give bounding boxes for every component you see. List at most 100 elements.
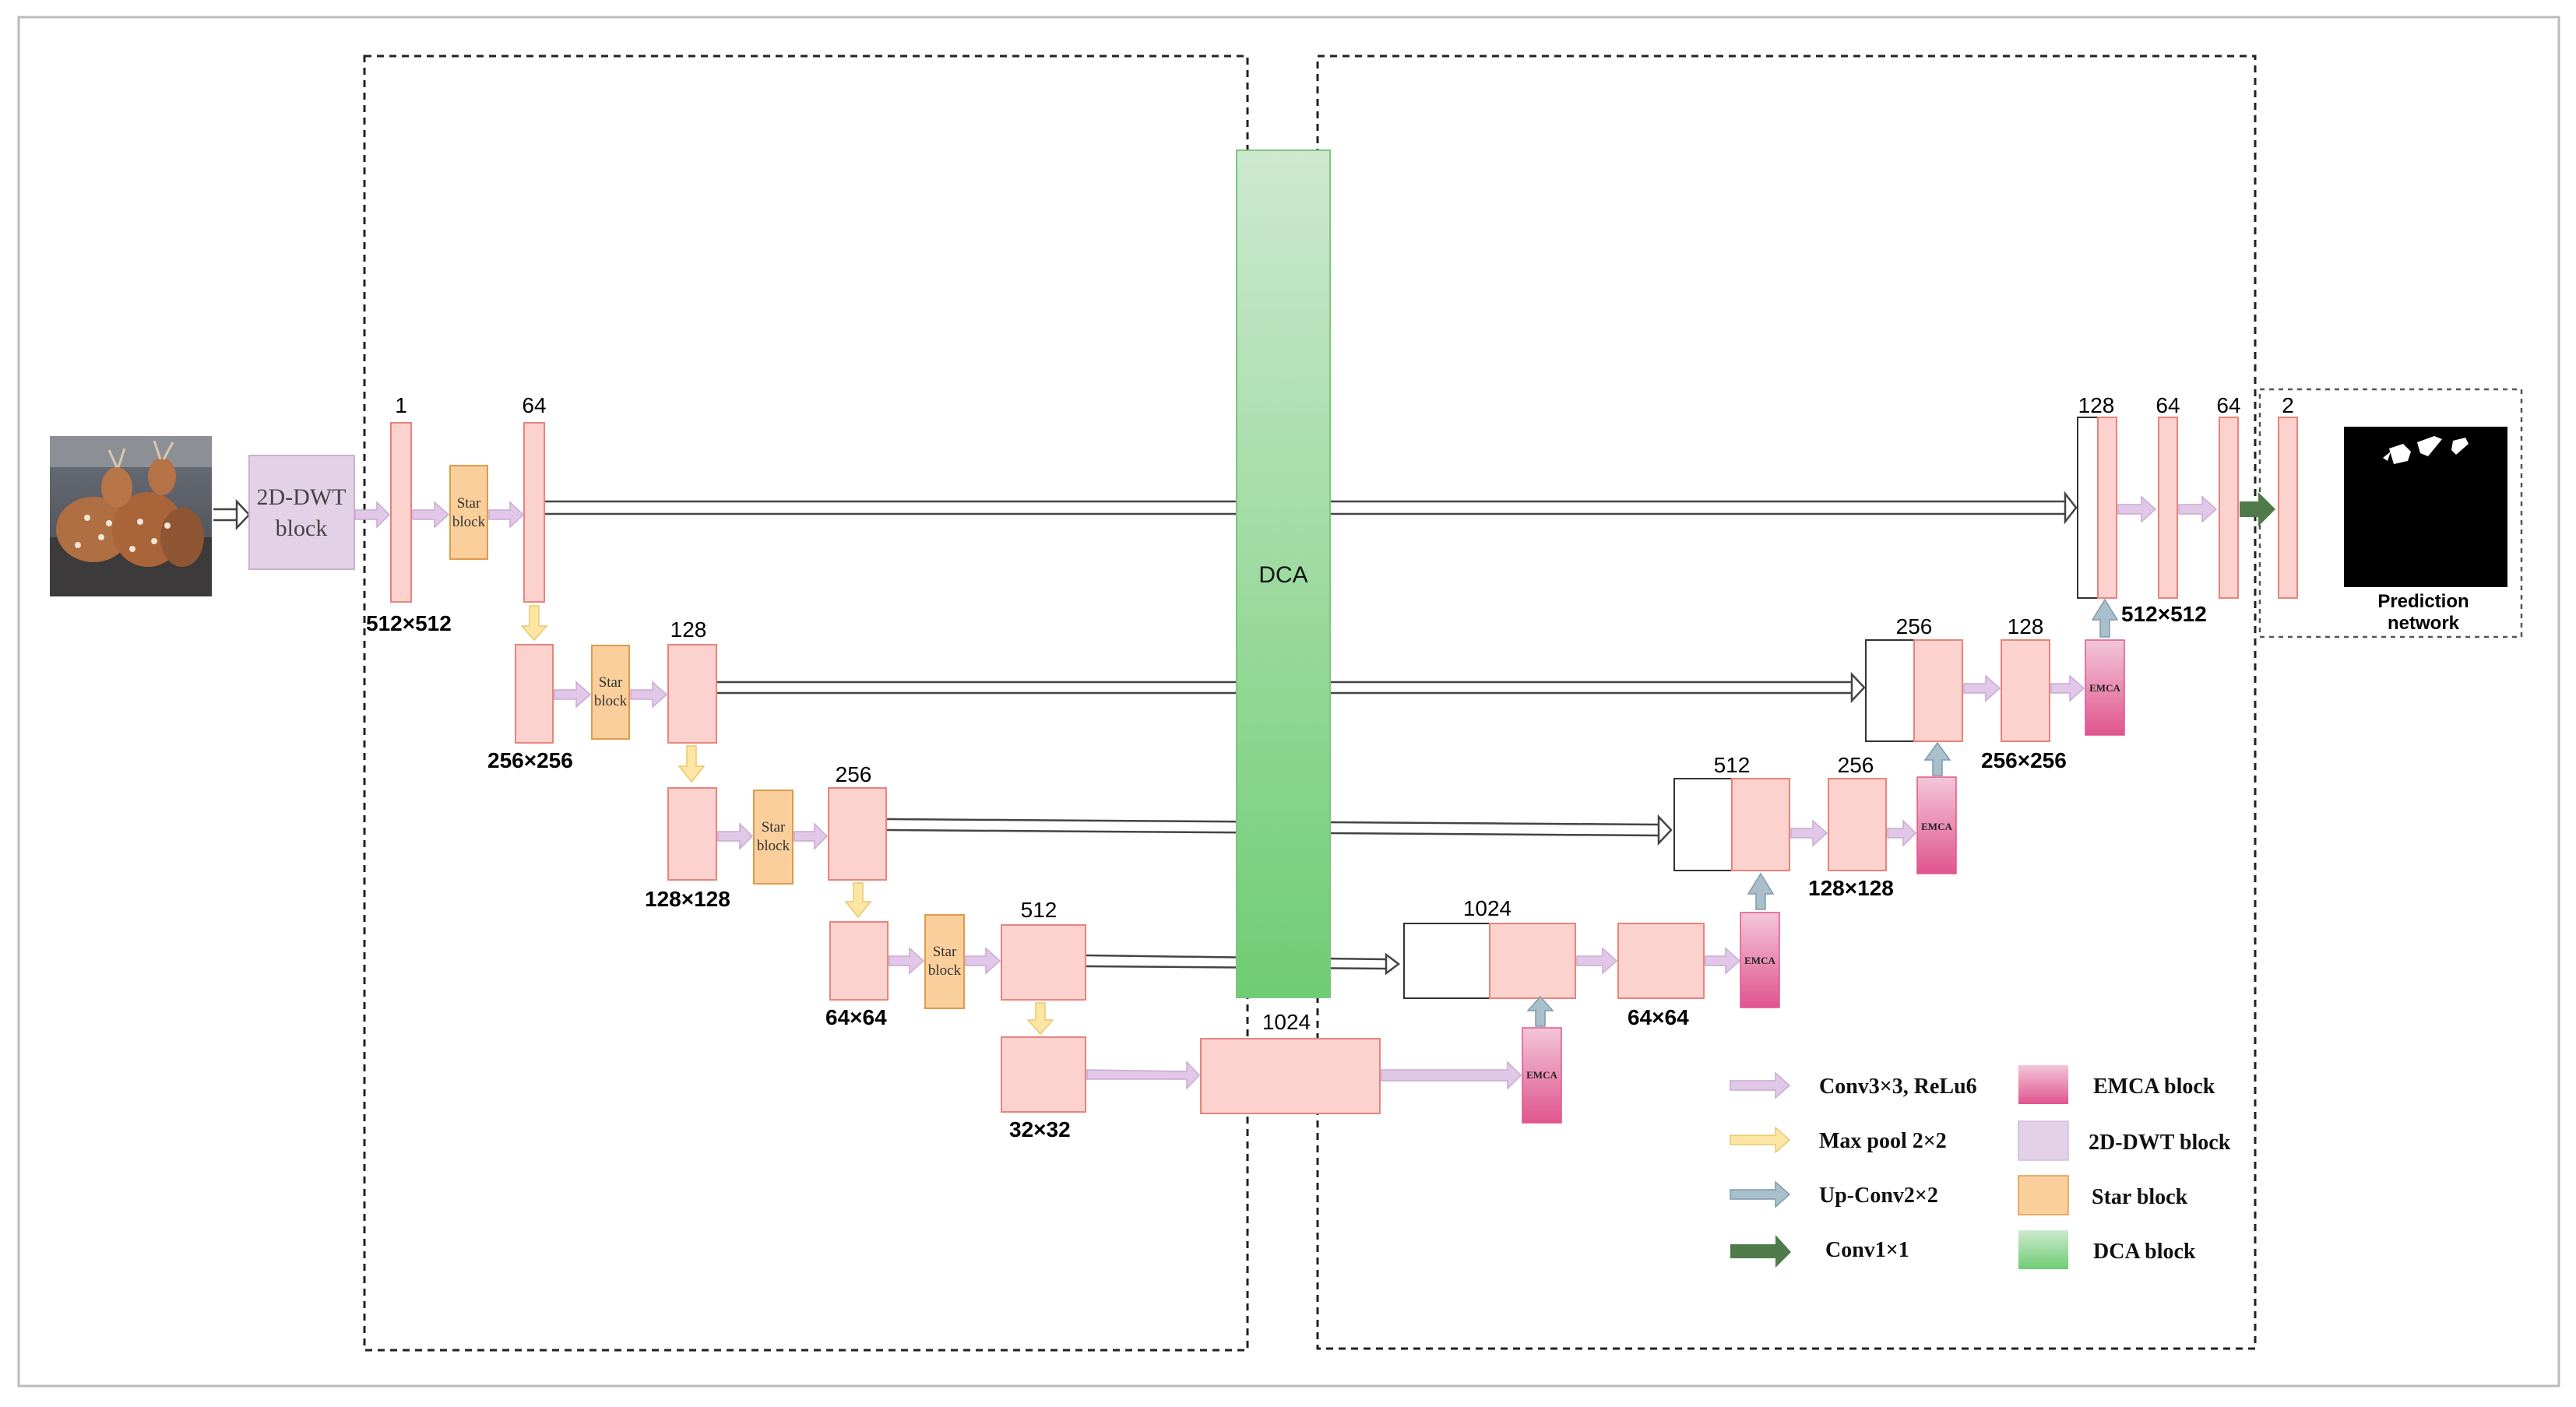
channel-label-dec1-a: 64: [2155, 393, 2180, 417]
prediction-mask-image: [2344, 427, 2507, 587]
input-image: [50, 436, 212, 596]
emca-label-dec3: EMCA: [1921, 821, 1952, 832]
maxpool-arrow: [1026, 1002, 1054, 1036]
legend-dca-label: DCA block: [2093, 1240, 2196, 1264]
legend-upconv-arrow-icon: [1730, 1180, 1791, 1208]
channel-label-enc1-out: 64: [522, 393, 546, 417]
star-label-enc3-line2: block: [757, 838, 790, 854]
dwt-block: [248, 455, 355, 570]
conv-arrow: [630, 681, 668, 709]
feature-map-enc1-input: [390, 422, 412, 603]
encoder-region: [363, 55, 1249, 1352]
channel-label-enc3: 256: [836, 762, 872, 786]
prediction-label-line1: Prediction: [2377, 591, 2469, 612]
conv-arrow: [554, 681, 592, 709]
concat-empty-dec2: [1865, 639, 1915, 742]
upconv-arrow: [1923, 741, 1951, 776]
legend-conv1-arrow-icon: [1730, 1235, 1791, 1268]
dwt-label-line1: 2D-DWT: [257, 484, 347, 510]
upconv-arrow: [1526, 995, 1554, 1027]
legend-conv-arrow-icon: [1730, 1071, 1791, 1099]
star-label-enc4-line1: Star: [933, 944, 957, 960]
feature-map-dec3-upsampled: [1731, 778, 1790, 871]
legend-dwt-swatch: [2018, 1120, 2069, 1161]
prediction-region: [2258, 388, 2523, 638]
channel-label-enc2: 128: [670, 617, 707, 642]
star-label-enc3-line1: Star: [762, 819, 786, 835]
conv-arrow: [965, 947, 1001, 975]
star-block-enc1: [449, 465, 488, 560]
resolution-label-64-right: 64×64: [1628, 1005, 1689, 1029]
feature-map-dec1-upsampled: [2097, 417, 2117, 599]
conv-arrow: [889, 947, 925, 975]
conv-arrow: [2050, 674, 2085, 702]
conv-arrow: [2117, 495, 2157, 523]
resolution-label-32: 32×32: [1009, 1117, 1071, 1141]
legend-maxpool-arrow-icon: [1730, 1126, 1791, 1154]
dwt-label-line2: block: [276, 515, 328, 541]
legend-dwt-label: 2D-DWT block: [2089, 1131, 2231, 1155]
conv-arrow: [1705, 947, 1741, 975]
conv-arrows: [354, 495, 2218, 1090]
legend-conv1-label: Conv1×1: [1825, 1238, 1909, 1262]
legend-conv-label: Conv3×3, ReLu6: [1819, 1075, 1977, 1099]
prediction-label-line2: network: [2388, 613, 2460, 634]
feature-map-dec1-a: [2158, 417, 2178, 599]
channel-label-dec3-out: 256: [1838, 753, 1874, 777]
conv-arrow: [1381, 1061, 1522, 1090]
resolution-label-256-right: 256×256: [1981, 748, 2067, 772]
conv-arrow: [794, 822, 829, 850]
feature-map-enc4-input: [829, 921, 889, 1001]
resolution-label-256-left: 256×256: [487, 748, 573, 772]
feature-map-enc3-output: [828, 787, 887, 881]
conv-arrow: [1887, 819, 1917, 847]
legend-dca-swatch: [2018, 1230, 2068, 1269]
emca-block-dec4: [1522, 1027, 1562, 1124]
conv-arrow: [1963, 674, 2001, 702]
channel-label-dec1-b: 64: [2216, 393, 2240, 417]
conv-arrow: [1790, 819, 1828, 847]
conv1x1-arrow: [2240, 492, 2275, 526]
input-arrow: [213, 498, 251, 531]
feature-map-enc1-output: [523, 422, 545, 603]
star-block-enc2: [591, 645, 630, 740]
concat-empty-dec4: [1403, 923, 1490, 999]
legend-emca-label: EMCA block: [2093, 1075, 2215, 1099]
emca-block-dec4-out: [1740, 912, 1780, 1008]
star-label-enc2-line1: Star: [599, 674, 623, 691]
channel-label-enc1-in: 1: [395, 393, 407, 417]
feature-map-dec4-upsampled: [1489, 923, 1576, 999]
conv-arrow: [354, 501, 391, 529]
upconv-arrows: [1526, 598, 2119, 1027]
concat-empty-dec3: [1673, 778, 1733, 871]
outer-frame: [17, 16, 2560, 1388]
feature-map-dec3-output: [1828, 778, 1887, 871]
conv-arrow: [2178, 495, 2218, 523]
maxpool-arrow: [844, 882, 872, 919]
emca-block-dec2: [2085, 639, 2125, 736]
emca-block-dec3: [1916, 776, 1957, 874]
feature-map-enc4-output: [1001, 924, 1086, 1001]
channel-label-bottleneck: 1024: [1262, 1010, 1311, 1034]
emca-label-dec4: EMCA: [1526, 1069, 1557, 1081]
channel-label-dec4-concat: 1024: [1463, 896, 1511, 920]
star-block-enc3: [753, 790, 794, 885]
feature-map-dec2-upsampled: [1913, 639, 1963, 742]
legend-star-label: Star block: [2092, 1185, 2188, 1209]
resolution-label-512-right: 512×512: [2121, 602, 2207, 626]
star-label-enc1-line1: Star: [457, 495, 481, 512]
dca-label: DCA: [1258, 562, 1307, 588]
channel-label-dec2-concat: 256: [1896, 614, 1933, 638]
dca-block: [1236, 149, 1331, 998]
resolution-label-512-left: 512×512: [366, 611, 452, 635]
feature-map-enc3-input: [667, 787, 717, 881]
channel-label-dec2-out: 128: [2008, 614, 2044, 638]
feature-map-bottleneck: [1200, 1038, 1381, 1114]
legend-star-swatch: [2018, 1175, 2069, 1215]
channel-label-dec3-concat: 512: [1714, 753, 1751, 777]
conv-arrow: [412, 501, 450, 529]
legend-upconv-label: Up-Conv2×2: [1819, 1184, 1938, 1208]
resolution-label-128-right: 128×128: [1808, 876, 1894, 900]
feature-map-enc2-input: [515, 644, 554, 744]
